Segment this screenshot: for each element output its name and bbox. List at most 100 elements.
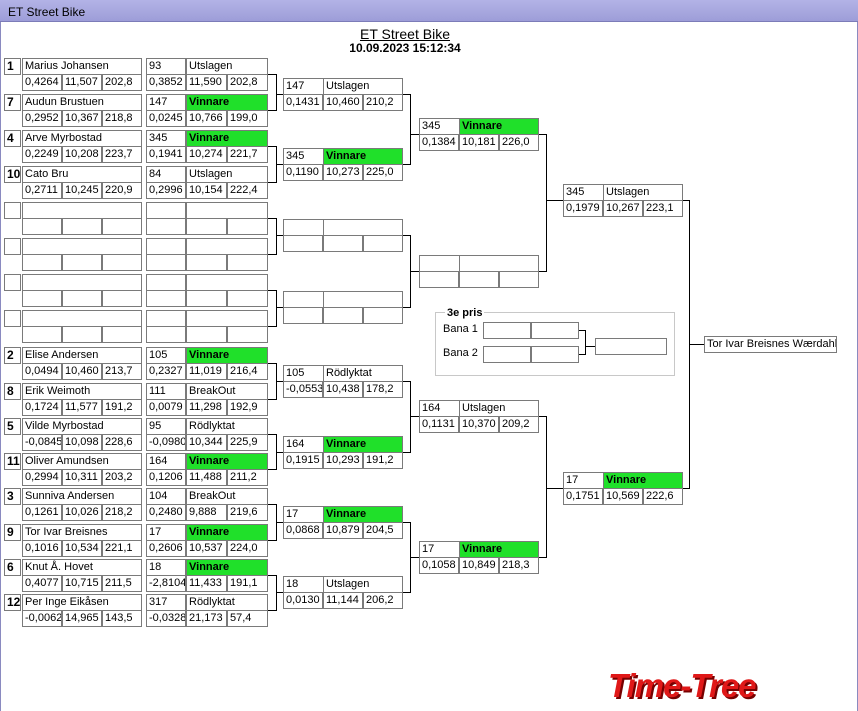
entry-number	[146, 310, 186, 327]
reaction-time: 0,1979	[563, 200, 603, 217]
bracket-line	[276, 235, 284, 236]
reaction-time: 0,1206	[146, 469, 186, 486]
seed-number	[4, 310, 21, 327]
lane2-result	[531, 346, 579, 363]
bracket-line	[410, 94, 411, 165]
elapsed-time	[186, 254, 227, 271]
reaction-time	[146, 218, 186, 235]
speed: 224,0	[227, 540, 268, 557]
entry-number: 18	[146, 559, 186, 576]
lane2-label: Bana 2	[443, 347, 478, 359]
window-title: ET Street Bike	[8, 5, 86, 19]
elapsed-time: 10,098	[62, 434, 102, 451]
reaction-time	[283, 307, 323, 324]
reaction-time: -0,0553	[283, 381, 323, 398]
reaction-time: 0,1724	[22, 399, 62, 416]
elapsed-time: 11,144	[323, 592, 363, 609]
bracket-line	[268, 110, 276, 111]
reaction-time: 0,0079	[146, 399, 186, 416]
speed: 223,7	[102, 146, 142, 163]
elapsed-time: 10,766	[186, 110, 227, 127]
entry-number: 95	[146, 418, 186, 435]
elapsed-time: 10,344	[186, 434, 227, 451]
elapsed-time: 10,311	[62, 469, 102, 486]
bracket-line	[579, 354, 585, 355]
reaction-time	[22, 254, 62, 271]
elapsed-time	[323, 235, 363, 252]
bracket-line	[585, 330, 586, 355]
bracket-line	[268, 504, 276, 505]
entry-number	[146, 202, 186, 219]
elapsed-time: 10,460	[323, 94, 363, 111]
speed: 219,6	[227, 504, 268, 521]
racer-name: Erik Weimoth	[22, 383, 142, 400]
speed: 221,7	[227, 146, 268, 163]
bracket-line	[268, 610, 276, 611]
race-result: Vinnare	[186, 94, 268, 111]
race-result: Vinnare	[186, 453, 268, 470]
elapsed-time: 10,849	[459, 557, 499, 574]
bracket-line	[546, 416, 547, 558]
speed: 191,2	[102, 399, 142, 416]
seed-number: 12	[4, 594, 21, 611]
racer-name: Sunniva Andersen	[22, 488, 142, 505]
speed: 228,6	[102, 434, 142, 451]
speed	[102, 218, 142, 235]
bracket-line	[683, 488, 689, 489]
bracket-line	[546, 134, 547, 272]
speed: 211,2	[227, 469, 268, 486]
bracket-line	[410, 416, 419, 417]
race-result: Rödlyktat	[186, 418, 268, 435]
speed: 213,7	[102, 363, 142, 380]
bracket-line	[689, 344, 704, 345]
seed-number	[4, 274, 21, 291]
elapsed-time	[62, 290, 102, 307]
elapsed-time: 10,293	[323, 452, 363, 469]
entry-number: 345	[146, 130, 186, 147]
third-place-title: 3e pris	[445, 307, 485, 319]
bracket-line	[276, 164, 284, 165]
entry-number	[146, 238, 186, 255]
race-result: Vinnare	[186, 559, 268, 576]
seed-number: 6	[4, 559, 21, 576]
reaction-time: 0,2480	[146, 504, 186, 521]
seed-number: 1	[4, 58, 21, 75]
speed: 209,2	[499, 416, 539, 433]
elapsed-time: 10,274	[186, 146, 227, 163]
entry-number	[146, 274, 186, 291]
speed: 204,5	[363, 522, 403, 539]
bracket-line	[268, 182, 276, 183]
lane2-box	[483, 346, 531, 363]
entry-result: Vinnare	[603, 472, 683, 489]
race-result: Utslagen	[186, 58, 268, 75]
bracket-line	[268, 74, 276, 75]
bracket-line	[268, 218, 276, 219]
elapsed-time: 9,888	[186, 504, 227, 521]
racer-name	[22, 310, 142, 327]
bracket-line	[683, 200, 689, 201]
speed	[102, 254, 142, 271]
seed-number: 10	[4, 166, 21, 183]
bracket-line	[546, 488, 563, 489]
speed	[102, 326, 142, 343]
race-result: Rödlyktat	[186, 594, 268, 611]
seed-number: 11	[4, 453, 21, 470]
bracket-line	[276, 592, 284, 593]
bracket-line	[403, 592, 410, 593]
entry-result	[323, 219, 403, 236]
reaction-time: 0,0868	[283, 522, 323, 539]
reaction-time: 0,0130	[283, 592, 323, 609]
elapsed-time: 10,370	[459, 416, 499, 433]
bracket-line	[579, 330, 585, 331]
bracket-line	[268, 146, 276, 147]
speed: 216,4	[227, 363, 268, 380]
speed	[227, 326, 268, 343]
bracket-line	[403, 94, 410, 95]
seed-number: 8	[4, 383, 21, 400]
bracket-line	[268, 575, 276, 576]
bracket-line	[276, 575, 277, 611]
bracket-line	[268, 326, 276, 327]
race-result	[186, 238, 268, 255]
racer-name: Vilde Myrbostad	[22, 418, 142, 435]
entry-result: Vinnare	[323, 436, 403, 453]
